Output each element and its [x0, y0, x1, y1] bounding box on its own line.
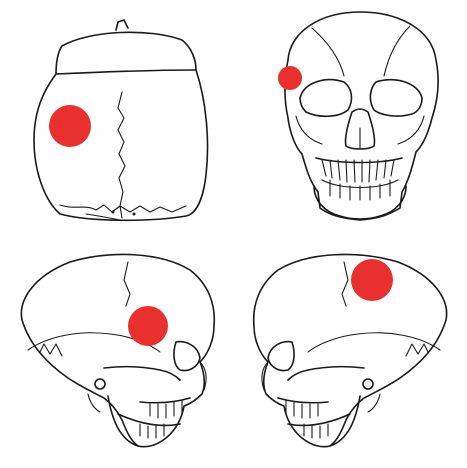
skull-left-lateral-view	[254, 254, 447, 446]
skull-right-lateral-view	[21, 254, 214, 446]
lesion-marker-anterior	[278, 66, 302, 90]
lesion-marker-left-lateral	[351, 259, 393, 301]
skull-anterior-view	[278, 12, 438, 220]
skull-superior-view	[34, 20, 208, 220]
lesion-marker-right-lateral	[128, 306, 168, 346]
lesion-marker-superior	[49, 105, 91, 147]
